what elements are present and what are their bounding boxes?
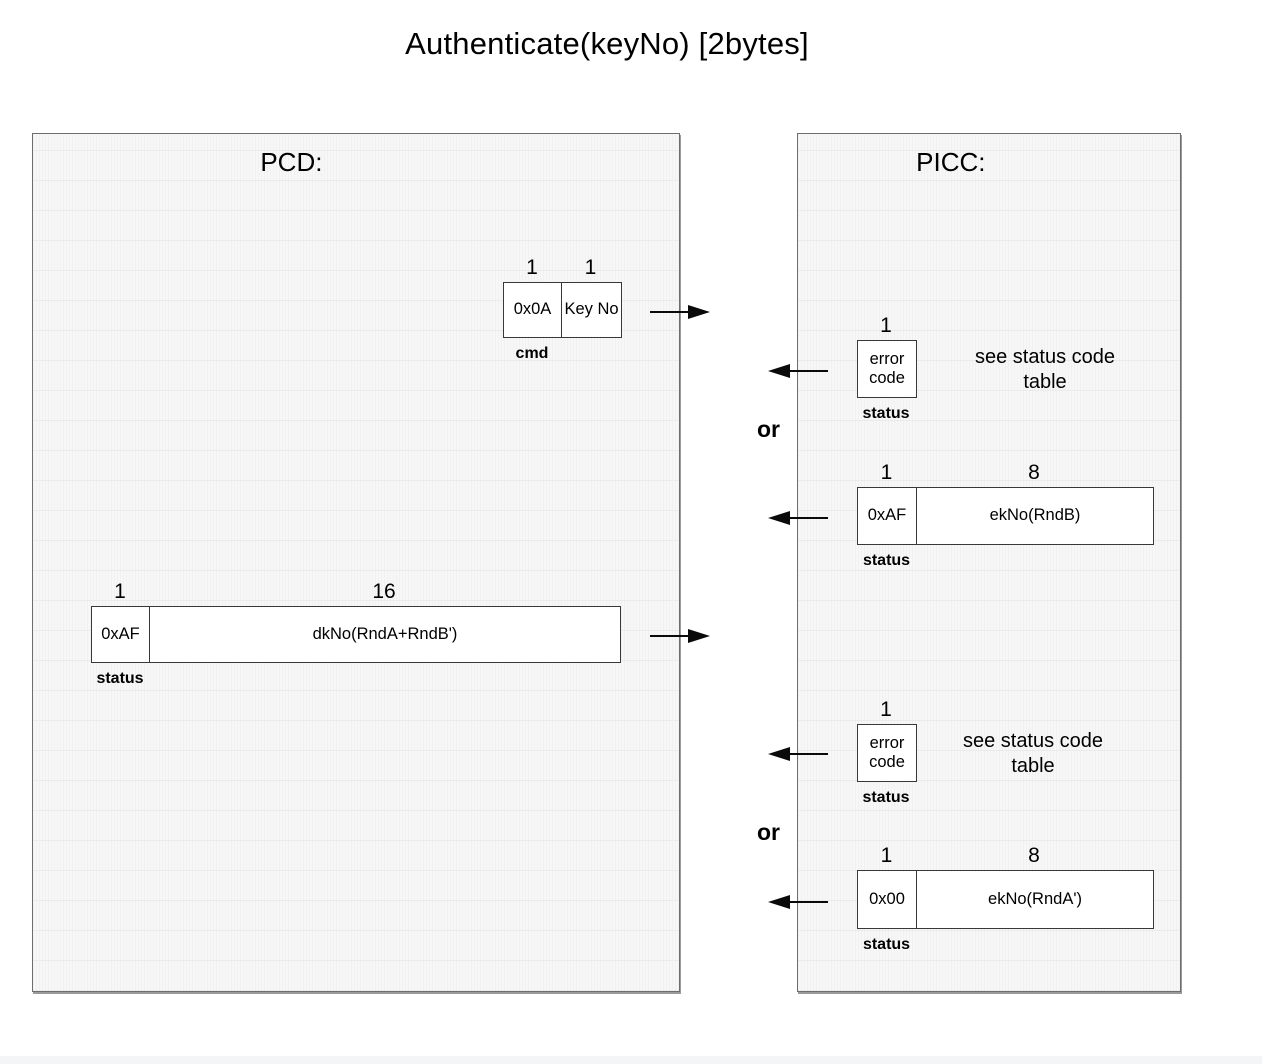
status-code-note: see status code table [974,346,1116,394]
picc-panel-title: PICC: [916,147,986,177]
message-caption: status [862,789,910,806]
arrow-shaft [650,311,693,313]
byte-size-label: 16 [372,580,396,603]
byte-size-label: 1 [114,580,126,603]
byte-cell-status-code: 0x00 [858,871,917,928]
or-label-1: or [757,416,780,442]
arrow-head [688,305,710,319]
message-picc-error-2: 1 error code status [857,698,917,807]
byte-size-label: 1 [526,256,538,279]
message-caption: status [96,670,144,687]
arrow-shaft [785,901,828,903]
arrow-head [688,629,710,643]
byte-size-label: 8 [1028,844,1040,867]
arrow-shaft [785,753,828,755]
arrow-head [768,747,790,761]
message-caption: cmd [515,345,549,362]
arrow-left-icon [768,511,828,525]
arrow-right-icon [650,305,710,319]
message-picc-error-1: 1 error code status [857,314,917,423]
byte-cell-status-code: 0xAF [92,607,150,662]
message-pcd-rnda-rndb: 1 16 0xAF dkNo(RndA+RndB') status [91,580,621,688]
arrow-shaft [650,635,693,637]
byte-size-row: 1 [857,698,917,724]
picc-panel: PICC: [797,133,1181,992]
arrow-head [768,895,790,909]
byte-size-row: 1 8 [857,461,1154,487]
byte-cell-ekno-rnda: ekNo(RndA') [917,871,1153,928]
byte-size-row: 1 [857,314,917,340]
byte-cell-keyno: Key No [562,283,621,337]
byte-box-row: error code [857,724,917,782]
byte-size-row: 1 1 [503,256,622,282]
byte-box-row: 0x0A Key No [503,282,622,338]
footer-strip [0,1056,1262,1064]
arrow-left-icon [768,895,828,909]
message-picc-rndb: 1 8 0xAF ekNo(RndB) status [857,461,1154,570]
byte-box-row: 0xAF ekNo(RndB) [857,487,1154,545]
arrow-left-icon [768,747,828,761]
byte-size-label: 1 [880,461,893,484]
arrow-right-icon [650,629,710,643]
byte-box-row: 0xAF dkNo(RndA+RndB') [91,606,621,663]
message-picc-rnda: 1 8 0x00 ekNo(RndA') status [857,844,1154,954]
byte-size-row: 1 8 [857,844,1154,870]
byte-size-label: 1 [880,844,893,867]
status-code-note: see status code table [962,730,1104,778]
byte-size-label: 1 [584,256,597,279]
arrow-left-icon [768,364,828,378]
byte-size-row: 1 16 [91,580,621,606]
byte-box-row: 0x00 ekNo(RndA') [857,870,1154,929]
page-title: Authenticate(keyNo) [2bytes] [405,26,809,61]
byte-cell-error-code: error code [858,341,916,397]
byte-cell-ekno-rndb: ekNo(RndB) [917,488,1153,544]
message-pcd-cmd: 1 1 0x0A Key No cmd [503,256,622,363]
byte-cell-status-code: 0xAF [858,488,917,544]
message-caption: status [862,405,910,422]
arrow-shaft [785,370,828,372]
arrow-shaft [785,517,828,519]
message-caption: status [862,552,911,569]
byte-size-label: 8 [1028,461,1040,484]
pcd-panel-title: PCD: [260,147,323,177]
byte-cell-cmd-code: 0x0A [504,283,562,337]
pcd-panel: PCD: [32,133,680,992]
arrow-head [768,511,790,525]
byte-cell-dkno-rnda-rndb: dkNo(RndA+RndB') [150,607,620,662]
message-caption: status [862,936,911,953]
byte-size-label: 1 [880,314,892,337]
byte-cell-error-code: error code [858,725,916,781]
byte-size-label: 1 [880,698,892,721]
or-label-2: or [757,819,780,845]
byte-box-row: error code [857,340,917,398]
arrow-head [768,364,790,378]
